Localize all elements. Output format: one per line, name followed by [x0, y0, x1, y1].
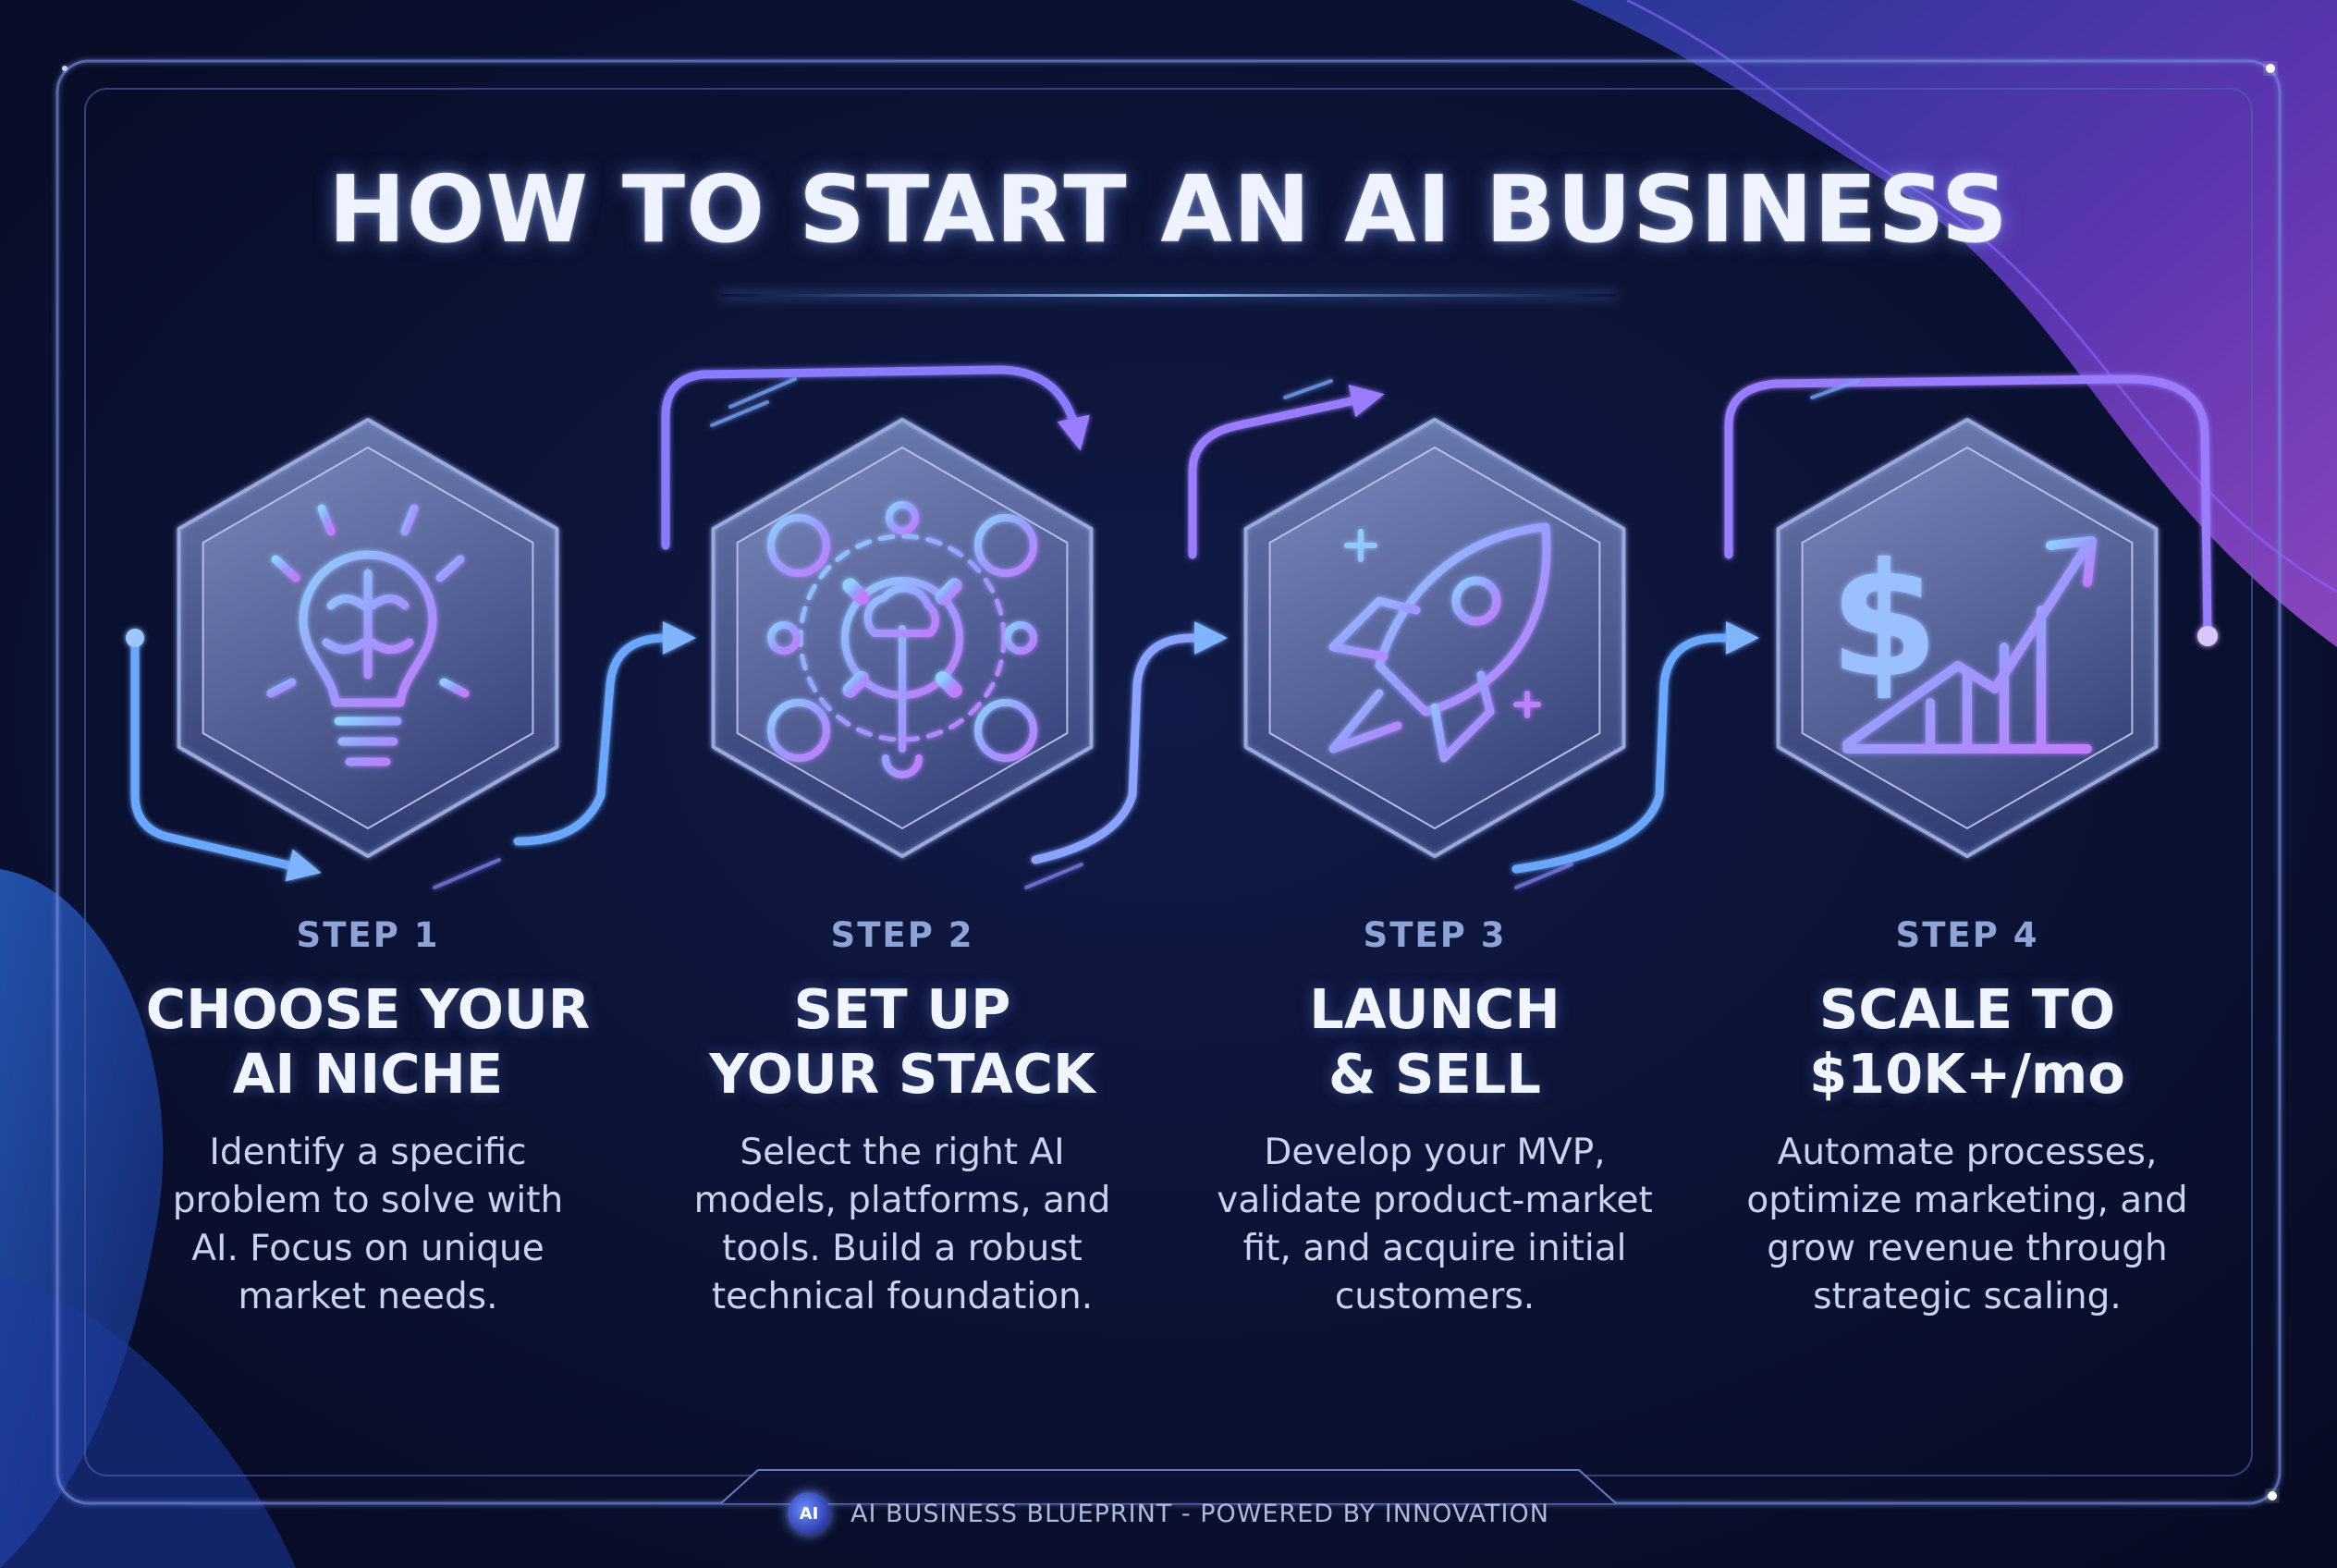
step-3-label: STEP 3: [1363, 915, 1507, 955]
dollar-growth-chart-icon: $: [1829, 530, 2097, 753]
step-2-description: Select the right AI models, platforms, a…: [693, 1132, 1111, 1317]
step-4-heading: SCALE TO $10K+/mo: [1809, 977, 2125, 1106]
title-underline: [721, 294, 1616, 297]
step-3-heading: LAUNCH & SELL: [1309, 977, 1560, 1106]
step-2: STEP 2 SET UP YOUR STACK Select the righ…: [643, 915, 1161, 1321]
step-4-label: STEP 4: [1895, 915, 2039, 955]
page-title: HOW TO START AN AI BUSINESS: [328, 155, 2009, 263]
step-4-description: Automate processes, optimize marketing, …: [1746, 1132, 2188, 1317]
step-1-description: Identify a specific problem to solve wit…: [172, 1132, 564, 1317]
step-icons: $: [252, 495, 2097, 778]
rocket-icon: [1328, 522, 1551, 763]
step-2-heading: SET UP YOUR STACK: [709, 977, 1095, 1106]
step-1-heading: CHOOSE YOUR AI NICHE: [145, 977, 591, 1106]
footer-text: AI BUSINESS BLUEPRINT - POWERED BY INNOV…: [850, 1499, 1549, 1528]
footer: AI AI BUSINESS BLUEPRINT - POWERED BY IN…: [0, 1490, 2337, 1537]
ai-chip-icon: AI: [788, 1492, 831, 1535]
lightbulb-brain-icon: [252, 495, 483, 766]
step-3-description: Develop your MVP, validate product-marke…: [1217, 1132, 1653, 1317]
flow-paths: [126, 365, 2218, 889]
step-3: STEP 3 LAUNCH & SELL Develop your MVP, v…: [1176, 915, 1694, 1321]
step-4: STEP 4 SCALE TO $10K+/mo Automate proces…: [1708, 915, 2226, 1321]
gear-stack-icon: [767, 501, 1037, 778]
step-2-label: STEP 2: [830, 915, 974, 955]
step-1: STEP 1 CHOOSE YOUR AI NICHE Identify a s…: [109, 915, 627, 1321]
step-1-label: STEP 1: [296, 915, 440, 955]
svg-text:$: $: [1829, 530, 1939, 713]
